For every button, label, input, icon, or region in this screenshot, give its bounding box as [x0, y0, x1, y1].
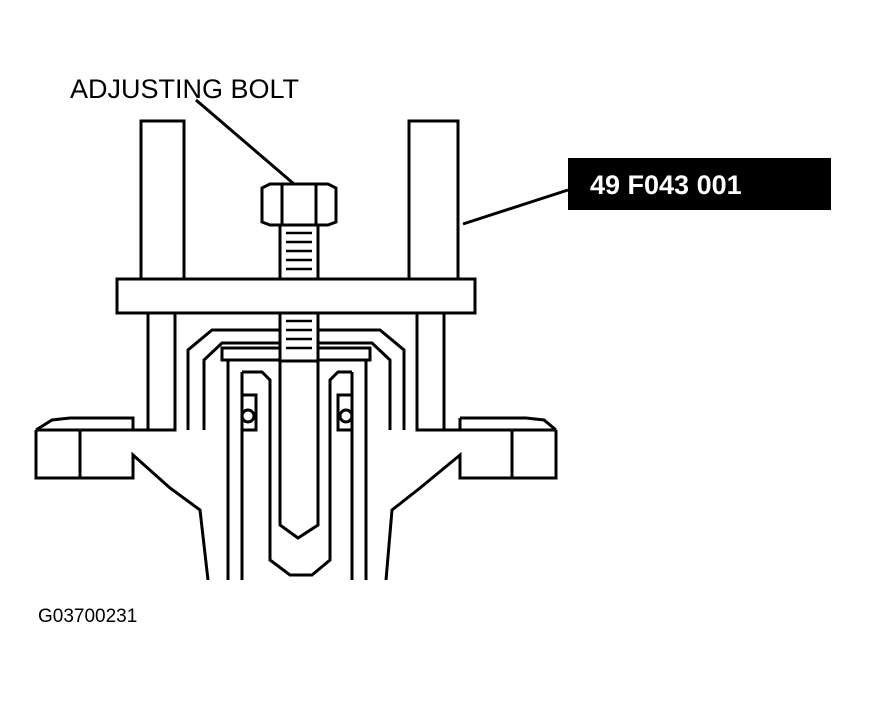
hub-shoulder — [131, 418, 462, 432]
tool-left-post — [139, 119, 186, 281]
tool-number-box — [568, 158, 831, 210]
tool-right-leg — [415, 311, 446, 432]
left-flange-top — [35, 416, 135, 432]
right-bearing-ball — [338, 408, 354, 424]
adjusting-bolt-label: ADJUSTING BOLT — [70, 74, 299, 104]
left-bearing-seat — [242, 393, 258, 432]
hub-body-outline — [34, 430, 558, 581]
tool-crossbar — [115, 277, 477, 315]
right-flange-nut — [460, 428, 556, 478]
tool-right-post — [407, 119, 460, 281]
left-bearing-ball — [240, 408, 256, 424]
right-flange-top — [460, 416, 557, 432]
tool-number-leader — [462, 188, 569, 226]
right-bearing-seat — [336, 393, 352, 432]
adjusting-bolt-leader — [195, 98, 295, 186]
bolt-head — [260, 182, 338, 227]
tool-left-leg — [146, 311, 177, 432]
spindle — [278, 352, 320, 540]
inner-sleeve — [226, 360, 368, 580]
tool-number-label: 49 F043 001 — [590, 170, 742, 200]
figure-id-label: G03700231 — [38, 606, 137, 627]
left-flange-nut — [34, 428, 133, 478]
